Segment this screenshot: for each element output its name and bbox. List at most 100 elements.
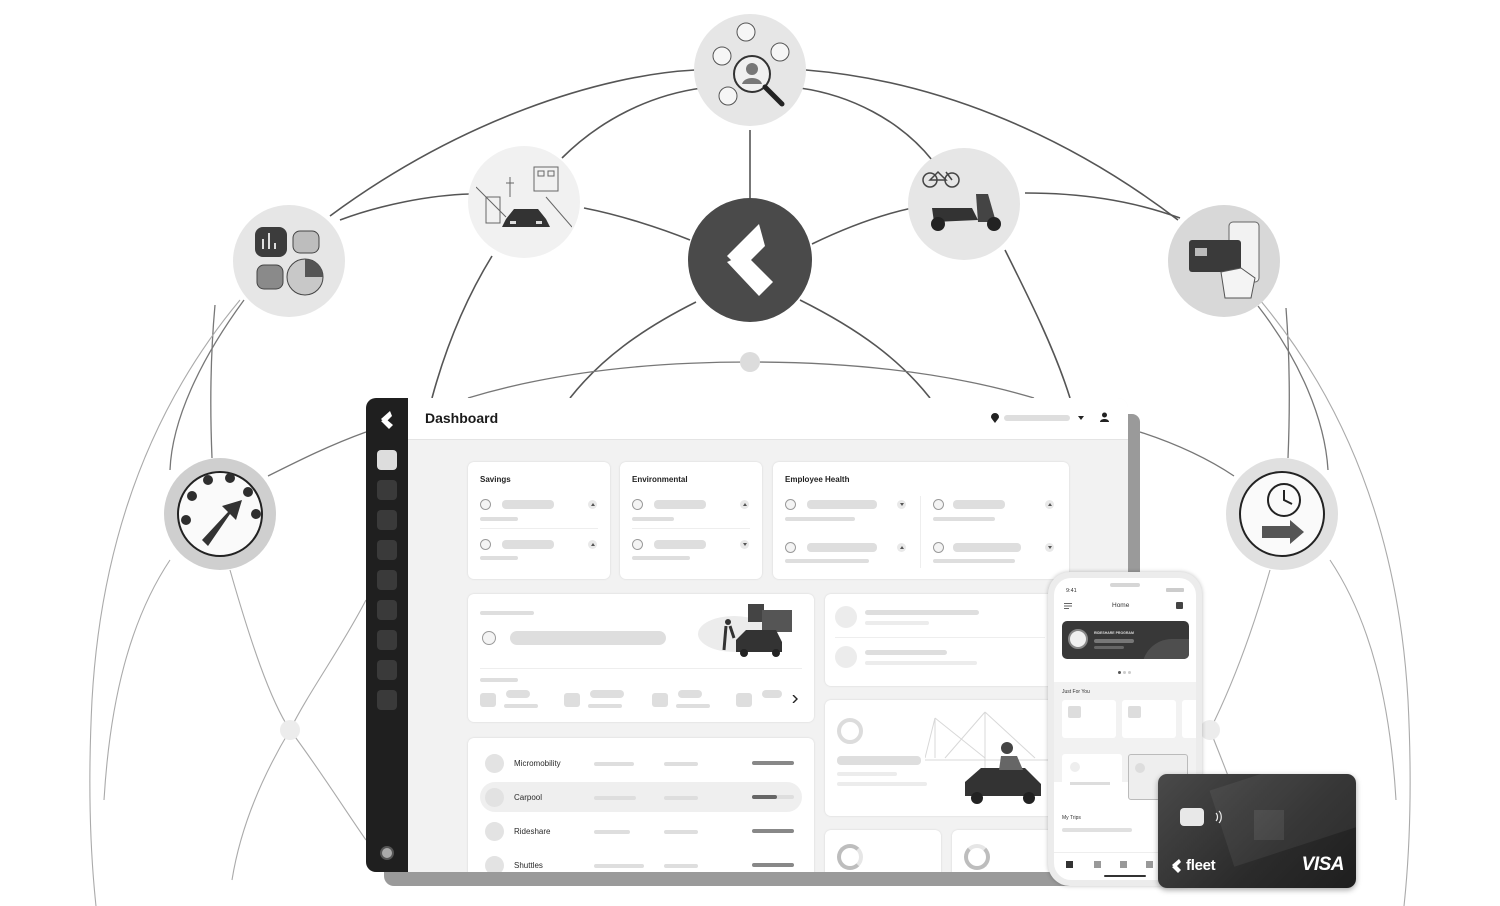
payments-node <box>1168 205 1280 317</box>
network-junction <box>1200 720 1220 740</box>
chevron-up-icon[interactable] <box>897 543 906 552</box>
metric-bar <box>865 650 947 655</box>
metric-bar <box>865 610 979 615</box>
profile-icon[interactable] <box>1176 602 1183 609</box>
progress-bar <box>752 829 794 833</box>
progress-bar <box>752 795 794 799</box>
program-label: Rideshare <box>514 827 551 836</box>
card-title: Savings <box>480 475 511 484</box>
location-selector[interactable] <box>1004 415 1070 421</box>
commute-overview-card[interactable] <box>468 594 814 722</box>
program-label: Shuttles <box>514 861 543 870</box>
sidebar-item[interactable] <box>377 510 397 530</box>
metric-bar <box>933 517 995 521</box>
metric-bar <box>480 678 518 682</box>
programs-list-card[interactable]: Micromobility Carpool Rideshare <box>468 738 814 872</box>
sun-icon <box>933 542 944 553</box>
sidebar-item[interactable] <box>377 690 397 710</box>
fleet-logo-icon[interactable] <box>378 410 396 430</box>
metric-bar <box>807 543 877 552</box>
nav-icon[interactable] <box>1120 861 1127 868</box>
carpool-promo-card[interactable] <box>825 700 1055 816</box>
people-search-node <box>694 14 806 126</box>
employee-health-card[interactable]: Employee Health <box>773 462 1069 579</box>
metric-bar <box>933 559 1015 563</box>
user-avatar[interactable] <box>380 846 394 860</box>
user-icon[interactable] <box>1100 412 1109 422</box>
offer-tile[interactable] <box>1122 700 1176 738</box>
nav-icon[interactable] <box>1146 861 1153 868</box>
sidebar-item[interactable] <box>377 600 397 620</box>
chevron-up-icon[interactable] <box>588 540 597 549</box>
environmental-card[interactable]: Environmental <box>620 462 762 579</box>
section-title: My Trips <box>1062 815 1081 821</box>
metric-bar <box>632 517 674 521</box>
card-tap-icon <box>1189 221 1260 299</box>
savings-card[interactable]: Savings <box>468 462 610 579</box>
offer-tile[interactable] <box>1182 700 1196 738</box>
carousel-dots[interactable] <box>1118 671 1132 674</box>
nav-icon[interactable] <box>1094 861 1101 868</box>
location-pin-icon <box>991 413 999 423</box>
metric-bar <box>504 704 538 708</box>
network-junction <box>280 720 300 740</box>
city-car-icon <box>476 166 572 228</box>
metric-tile <box>736 693 752 707</box>
chevron-up-icon[interactable] <box>1045 500 1054 509</box>
rideshare-banner[interactable]: RIDESHARE PROGRAM <box>1062 621 1189 659</box>
activity-card[interactable] <box>825 594 1055 686</box>
program-label: Carpool <box>514 793 543 802</box>
sidebar-item[interactable] <box>377 630 397 650</box>
progress-ring <box>964 844 990 870</box>
progress-ring <box>837 844 863 870</box>
list-item[interactable]: Micromobility <box>468 748 814 778</box>
progress-fill <box>752 795 778 799</box>
chevron-down-icon[interactable] <box>1078 416 1084 420</box>
metric-bar <box>506 690 530 698</box>
scooter-bike-icon <box>922 170 1001 231</box>
chevron-up-icon[interactable] <box>588 500 597 509</box>
chevron-down-icon[interactable] <box>740 540 749 549</box>
chevron-down-icon[interactable] <box>897 500 906 509</box>
metric-bar <box>865 621 929 625</box>
home-indicator <box>1104 875 1146 877</box>
chevron-right-icon[interactable] <box>792 695 798 703</box>
metric-bar <box>502 500 554 509</box>
clock-icon <box>933 499 944 510</box>
list-item[interactable]: Shuttles <box>468 850 814 872</box>
offer-tile[interactable] <box>1062 700 1116 738</box>
progress-ring <box>837 718 863 744</box>
metric-bar <box>594 796 636 800</box>
metric-bar <box>502 540 554 549</box>
list-item[interactable]: Rideshare <box>468 816 814 846</box>
stat-card[interactable] <box>825 830 941 872</box>
card-title: Employee Health <box>785 475 850 484</box>
quick-tile[interactable] <box>1062 754 1122 800</box>
metric-bar <box>678 690 702 698</box>
metric-tile <box>564 693 580 707</box>
metric-bar <box>676 704 710 708</box>
notch <box>1110 583 1140 587</box>
card-brand: fleet <box>1186 857 1216 874</box>
home-icon[interactable] <box>1066 861 1073 868</box>
metric-bar <box>588 704 622 708</box>
sidebar-item[interactable] <box>377 660 397 680</box>
menu-icon[interactable] <box>1064 603 1072 609</box>
sidebar-item[interactable] <box>377 540 397 560</box>
metric-bar <box>654 540 706 549</box>
chevron-down-icon[interactable] <box>1045 543 1054 552</box>
metric-icon <box>480 539 491 550</box>
sidebar-item[interactable] <box>377 480 397 500</box>
program-badge <box>1068 629 1088 649</box>
phone-title: Home <box>1112 602 1130 609</box>
program-label: Micromobility <box>514 759 561 768</box>
chevron-up-icon[interactable] <box>740 500 749 509</box>
metric-bar <box>480 556 518 560</box>
sidebar-item[interactable] <box>377 570 397 590</box>
metric-bar <box>480 611 534 615</box>
list-item[interactable]: Carpool <box>480 782 802 812</box>
analytics-node <box>233 205 345 317</box>
status-icons <box>1166 588 1184 592</box>
sidebar-dashboard-icon[interactable] <box>377 450 397 470</box>
